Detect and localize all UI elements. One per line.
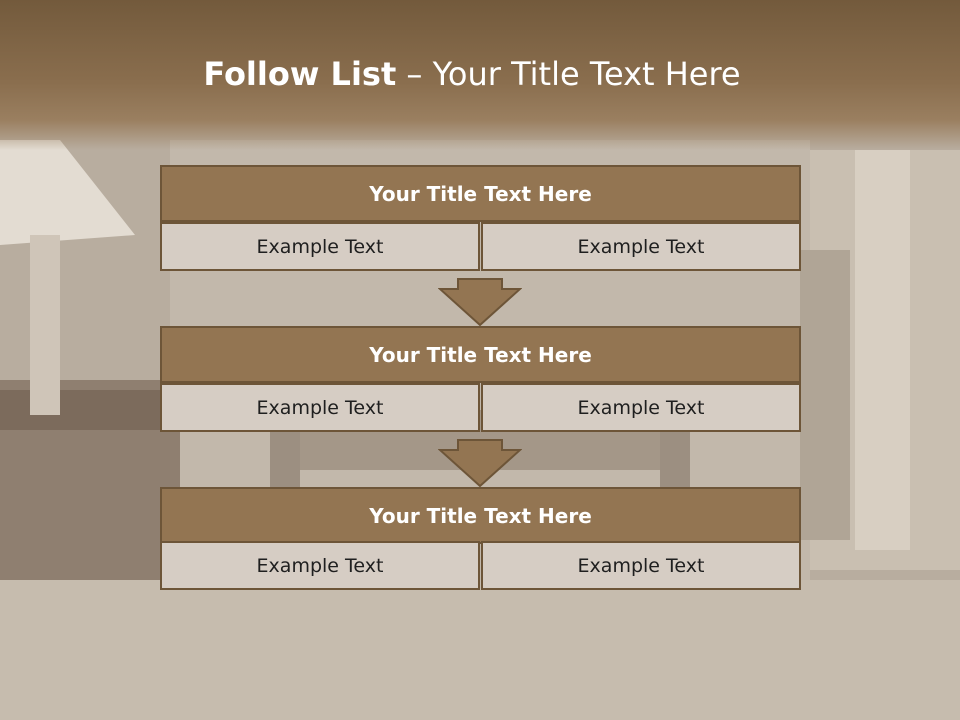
row-2-header: Your Title Text Here <box>160 326 801 383</box>
row-2-right-cell: Example Text <box>481 383 801 432</box>
title-band <box>0 0 960 150</box>
row-1-header: Your Title Text Here <box>160 165 801 222</box>
down-arrow-icon <box>438 278 522 326</box>
title-rest: – Your Title Text Here <box>396 55 741 93</box>
row-3-left-cell: Example Text <box>160 541 480 590</box>
row-1-right-cell: Example Text <box>481 222 801 271</box>
row-3-right-cell: Example Text <box>481 541 801 590</box>
slide-title: Follow List – Your Title Text Here <box>0 55 944 93</box>
row-2-left-cell: Example Text <box>160 383 480 432</box>
row-3-header: Your Title Text Here <box>160 487 801 544</box>
row-1-left-cell: Example Text <box>160 222 480 271</box>
down-arrow-icon <box>438 439 522 487</box>
title-bold: Follow List <box>203 55 397 93</box>
